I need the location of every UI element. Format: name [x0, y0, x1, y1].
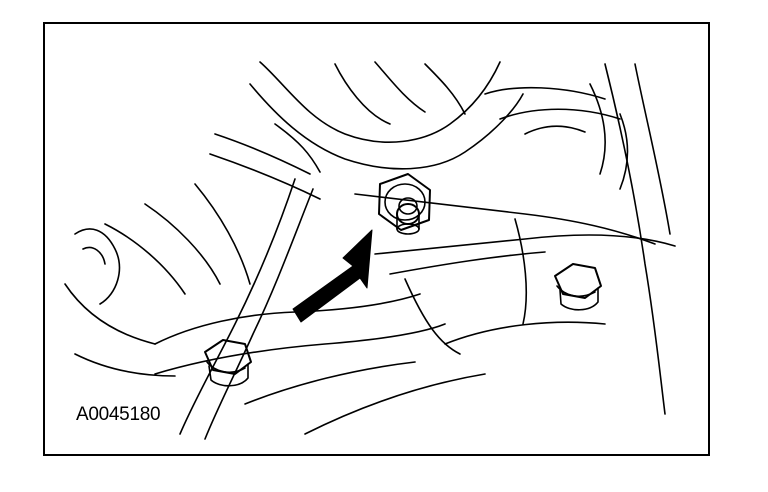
engine-illustration — [64, 61, 676, 440]
figure-id-label: A0045180 — [76, 404, 161, 425]
indicator-arrow — [292, 229, 373, 323]
bracket-structure — [354, 63, 676, 415]
wiring-harness — [209, 61, 629, 200]
bolt-head-right — [554, 263, 602, 311]
bolt-head-left — [204, 339, 252, 387]
figure-frame: A0045180 — [43, 22, 710, 456]
lower-components — [64, 178, 486, 440]
mounting-nut-with-stud — [378, 173, 431, 235]
